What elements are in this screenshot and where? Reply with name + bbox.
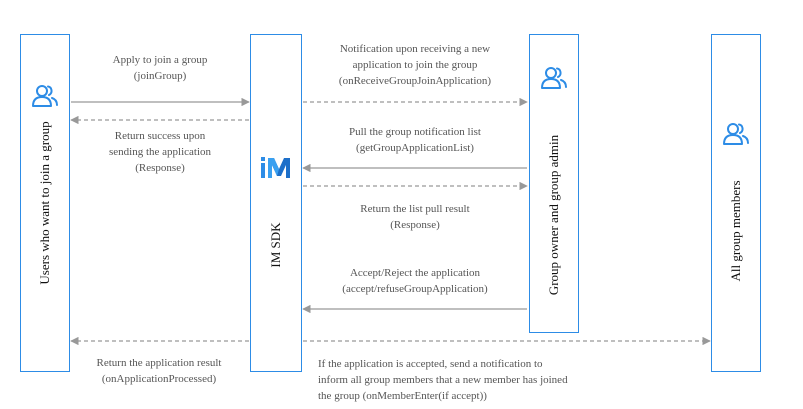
lane-admin-label: Group owner and group admin (546, 134, 561, 296)
message-broadcast-line1: If the application is accepted, send a n… (318, 358, 543, 370)
message-notify-line1: Notification upon receiving a new (339, 43, 491, 55)
im-logo-icon (260, 156, 294, 185)
message-result-line2: (onApplicationProcessed) (101, 373, 217, 385)
message-decide: Accept/Reject the application (accept/re… (305, 265, 525, 297)
message-pull-return-line2: (Response) (390, 219, 440, 231)
message-pull: Pull the group notification list (getGro… (305, 124, 525, 156)
lane-users: Users who want to join a group (20, 34, 70, 372)
message-broadcast-line2: inform all group members that a new memb… (318, 374, 568, 386)
message-pull-return: Return the list pull result (Response) (305, 201, 525, 233)
users-icon (31, 84, 59, 115)
message-apply-return-line3: (Response) (135, 162, 185, 174)
lane-members-label: All group members (728, 180, 743, 282)
message-apply-return: Return success upon sending the applicat… (80, 128, 240, 176)
message-notify-line2: application to join the group (352, 59, 478, 71)
message-apply: Apply to join a group (joinGroup) (80, 52, 240, 84)
users-icon (722, 122, 750, 153)
message-notify: Notification upon receiving a new applic… (305, 41, 525, 89)
message-pull-line2: (getGroupApplicationList) (356, 142, 474, 154)
message-result-line1: Return the application result (96, 357, 222, 369)
lane-sdk-label: IM SDK (268, 222, 283, 268)
message-broadcast: If the application is accepted, send a n… (318, 356, 618, 404)
message-apply-return-line2: sending the application (108, 146, 212, 158)
lane-admin: Group owner and group admin (529, 34, 579, 333)
message-broadcast-line3: the group (onMemberEnter(if accept)) (318, 390, 487, 402)
lane-members: All group members (711, 34, 761, 372)
message-result: Return the application result (onApplica… (74, 355, 244, 387)
message-decide-line1: Accept/Reject the application (349, 267, 481, 279)
lane-users-label: Users who want to join a group (37, 121, 52, 285)
message-pull-return-line1: Return the list pull result (360, 203, 470, 215)
users-icon (540, 66, 568, 97)
message-notify-line3: (onReceiveGroupJoinApplication) (338, 75, 492, 87)
message-apply-return-line1: Return success upon (114, 130, 206, 142)
message-decide-line2: (accept/refuseGroupApplication) (342, 283, 488, 295)
message-apply-line2: (joinGroup) (133, 70, 187, 82)
message-apply-line1: Apply to join a group (112, 54, 208, 66)
lane-sdk: IM SDK (250, 34, 302, 372)
message-pull-line1: Pull the group notification list (349, 126, 481, 138)
